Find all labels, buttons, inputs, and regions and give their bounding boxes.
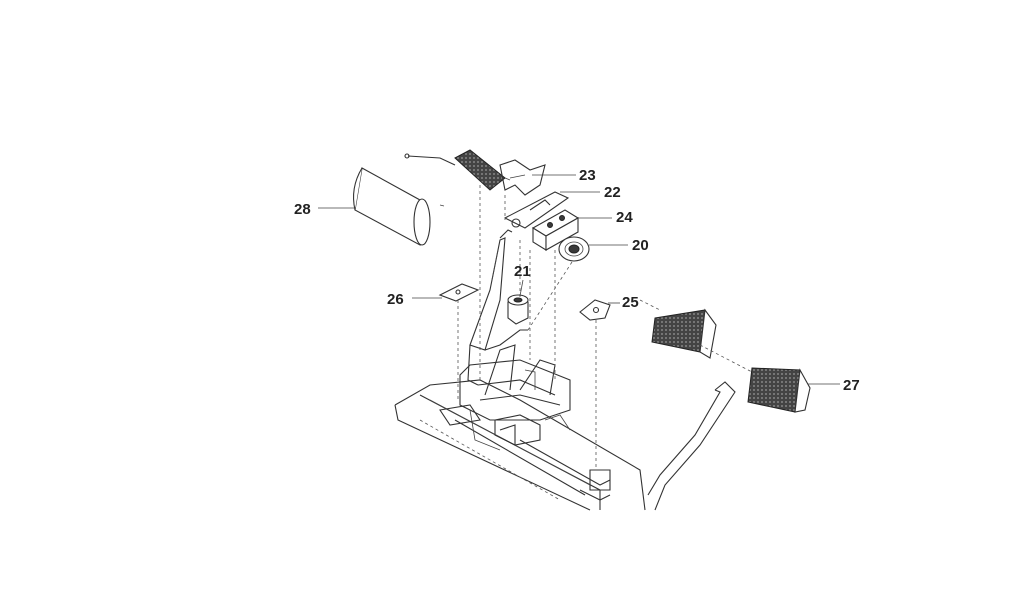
- callout-25: 25: [622, 294, 639, 311]
- callout-22: 22: [604, 184, 621, 201]
- leader-lines: [318, 174, 840, 385]
- pedal-rod: [647, 381, 736, 511]
- part-23-clip: [499, 159, 546, 196]
- part-25-clip: [579, 299, 611, 321]
- callout-28: 28: [294, 201, 311, 218]
- part-27-pedal-pads: [651, 308, 811, 413]
- part-20-bearing: [558, 236, 590, 262]
- callout-24: 24: [616, 209, 633, 226]
- base-frame: [394, 379, 646, 511]
- callout-21: 21: [514, 263, 531, 280]
- part-28-sleeve: [353, 167, 445, 246]
- assembly-lines: [457, 185, 753, 470]
- callout-20: 20: [632, 237, 649, 254]
- part-21-bushing: [507, 294, 529, 325]
- pivot-bracket: [459, 344, 571, 451]
- callout-27: 27: [843, 377, 860, 394]
- part-26-pad: [438, 283, 480, 302]
- callout-23: 23: [579, 167, 596, 184]
- callout-26: 26: [387, 291, 404, 308]
- return-spring: [404, 149, 511, 191]
- part-22-plate: [503, 191, 570, 229]
- callout-labels: 28 26 21 23 22 24 20 25 27: [294, 167, 860, 394]
- pedal-lever-arm: [467, 229, 528, 386]
